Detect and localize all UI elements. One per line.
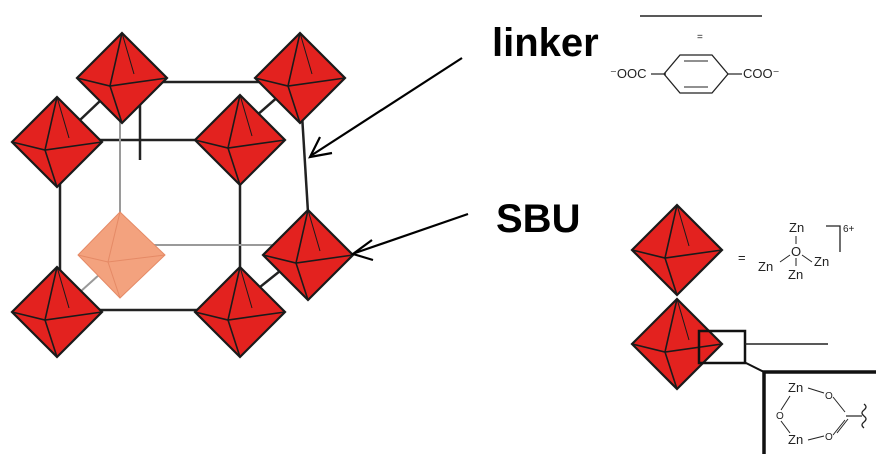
- sbu-octahedron: [10, 265, 104, 359]
- sbu-octahedron: [193, 93, 287, 187]
- zoom-box: [697, 329, 747, 365]
- linker-structure: = ⁻OOC COO⁻: [610, 15, 779, 94]
- linker-equals: =: [697, 32, 703, 43]
- linker-arrow: [308, 57, 463, 159]
- sbu-label: SBU: [496, 197, 580, 241]
- detail-o-bottom: O: [825, 432, 833, 443]
- charge-bracket: [826, 225, 841, 252]
- benzene-ring: [663, 54, 729, 94]
- detail-zn-top: Zn: [788, 380, 803, 395]
- detail-zn-bottom: Zn: [788, 432, 803, 447]
- linker-label: linker: [492, 21, 599, 65]
- sbu-octahedron-back: [77, 211, 166, 299]
- sbu-zn-top: Zn: [789, 220, 804, 235]
- sbu-formula: = Zn O Zn Zn Zn 6+: [738, 220, 855, 282]
- sbu-charge: 6+: [843, 224, 855, 235]
- linker-right-group: COO⁻: [743, 66, 779, 81]
- linker-left-group: ⁻OOC: [610, 66, 646, 81]
- detail-octahedron: [630, 297, 724, 391]
- sbu-arrow: [350, 212, 469, 262]
- sbu-oxygen: O: [791, 244, 801, 259]
- detail-o-top: O: [825, 391, 833, 402]
- sbu-octahedron: [261, 208, 355, 302]
- detail-o-left: O: [776, 411, 784, 422]
- sbu-zn-left: Zn: [758, 259, 773, 274]
- wavy-bond: [861, 403, 867, 429]
- sbu-octahedron: [193, 265, 287, 359]
- zoom-leader: [743, 361, 765, 373]
- sbu-octahedron: [253, 31, 347, 125]
- carboxylate-detail: Zn Zn O O O: [776, 380, 867, 447]
- sbu-equals: =: [738, 250, 746, 265]
- sbu-zn-right: Zn: [814, 254, 829, 269]
- sbu-zn-bottom: Zn: [788, 267, 803, 282]
- zoom-frame: [762, 370, 876, 454]
- sbu-legend-octahedron: [630, 203, 724, 297]
